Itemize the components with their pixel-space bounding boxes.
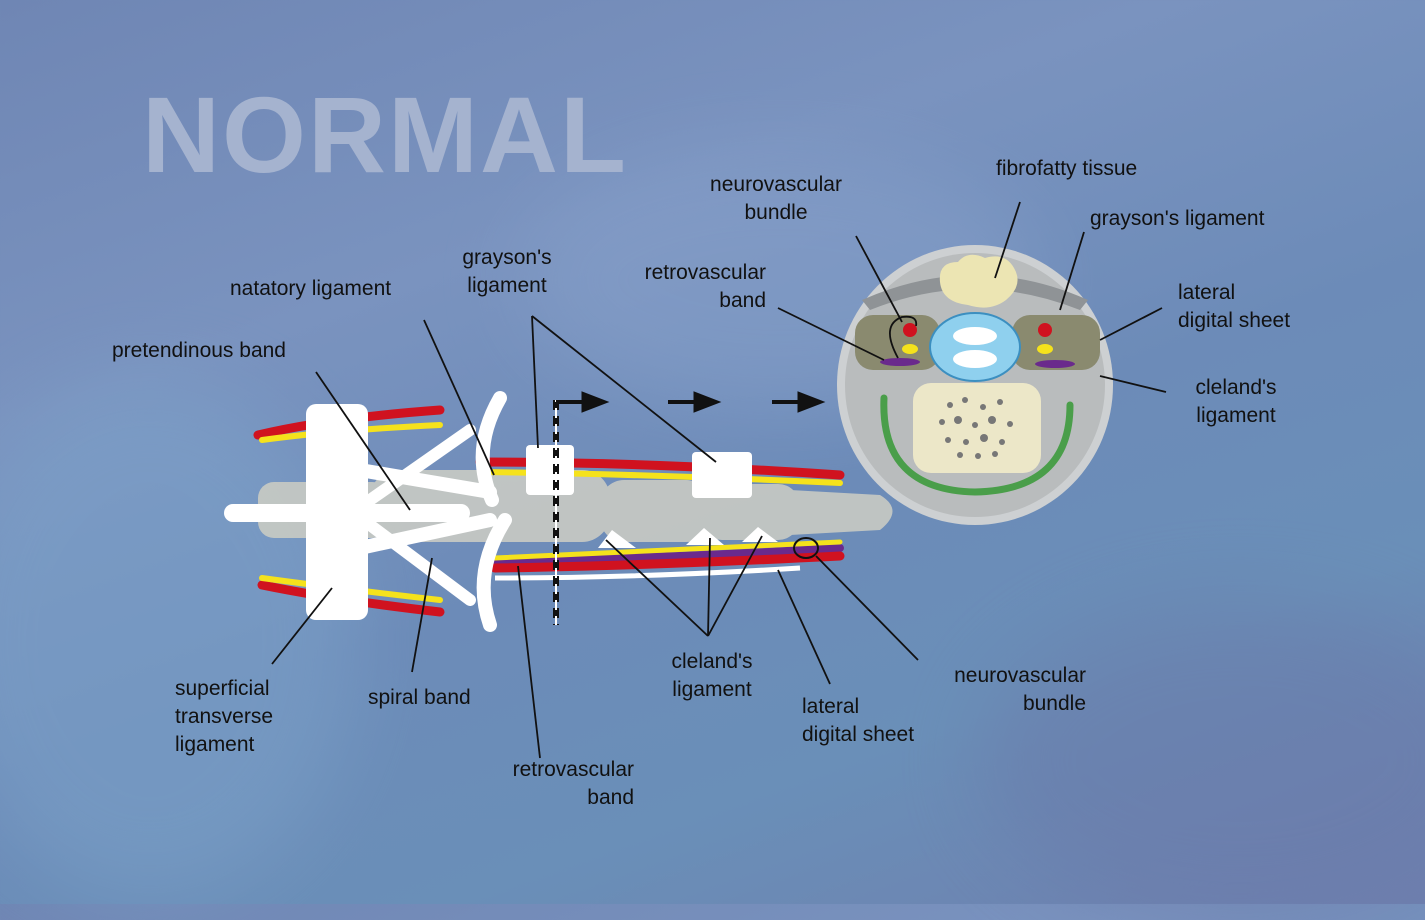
label-neurovascular-bundle-bottom: neurovascular bundle: [954, 664, 1086, 715]
label-spiral-band: spiral band: [368, 686, 471, 709]
graysons-ligament-block-2: [692, 452, 752, 498]
direction-arrows: [556, 391, 826, 413]
label-retrovascular-band-bottom: retrovascular band: [512, 758, 634, 809]
label-natatory-ligament: natatory ligament: [230, 277, 392, 300]
label-graysons-ligament-long: grayson's ligament: [462, 246, 552, 297]
diagram-title: NORMAL: [142, 74, 628, 195]
graysons-ligament-block-1: [526, 445, 574, 495]
leader-lines: [271, 201, 1167, 759]
label-clelands-ligament-long: cleland's ligament: [671, 650, 753, 701]
finger-longitudinal-view: [224, 391, 893, 632]
label-neurovascular-bundle-top: neurovascular bundle: [710, 173, 842, 224]
label-pretendinous-band: pretendinous band: [112, 339, 286, 362]
label-superficial-transverse-ligament: superficial transverse ligament: [175, 677, 274, 756]
label-lateral-digital-sheet-long: lateral digital sheet: [802, 695, 915, 746]
pretendinous-band-shape: [224, 504, 470, 522]
label-fibrofatty-tissue: fibrofatty tissue: [996, 157, 1138, 180]
label-clelands-ligament-cross: cleland's ligament: [1195, 376, 1277, 427]
label-graysons-ligament-cross: grayson's ligament: [1090, 207, 1265, 230]
finger-cross-section: [837, 245, 1113, 525]
label-retrovascular-band-top: retrovascular band: [644, 261, 766, 312]
label-lateral-digital-sheet-cross: lateral digital sheet: [1178, 281, 1291, 332]
